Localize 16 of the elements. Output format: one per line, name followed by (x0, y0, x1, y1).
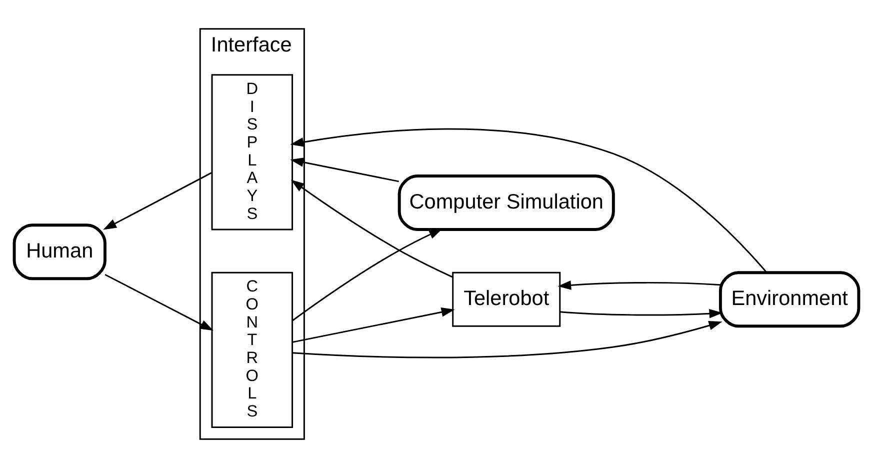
arrow (103, 172, 212, 230)
arrow (292, 308, 455, 343)
node-box: Environment (718, 271, 860, 328)
arrow (292, 228, 442, 322)
arrow (290, 158, 399, 182)
arrow (290, 128, 768, 274)
arrow (104, 274, 214, 331)
node-box: Computer Simulation (398, 174, 615, 232)
arrow (558, 280, 720, 290)
node-box: CONTROLS (211, 272, 294, 428)
node-box: Telerobot (452, 272, 561, 327)
arrow (560, 308, 723, 318)
arrow (292, 320, 722, 358)
node-box: Human (12, 224, 106, 280)
arrow (290, 180, 453, 278)
node-box: DISPLAYS (211, 74, 294, 230)
